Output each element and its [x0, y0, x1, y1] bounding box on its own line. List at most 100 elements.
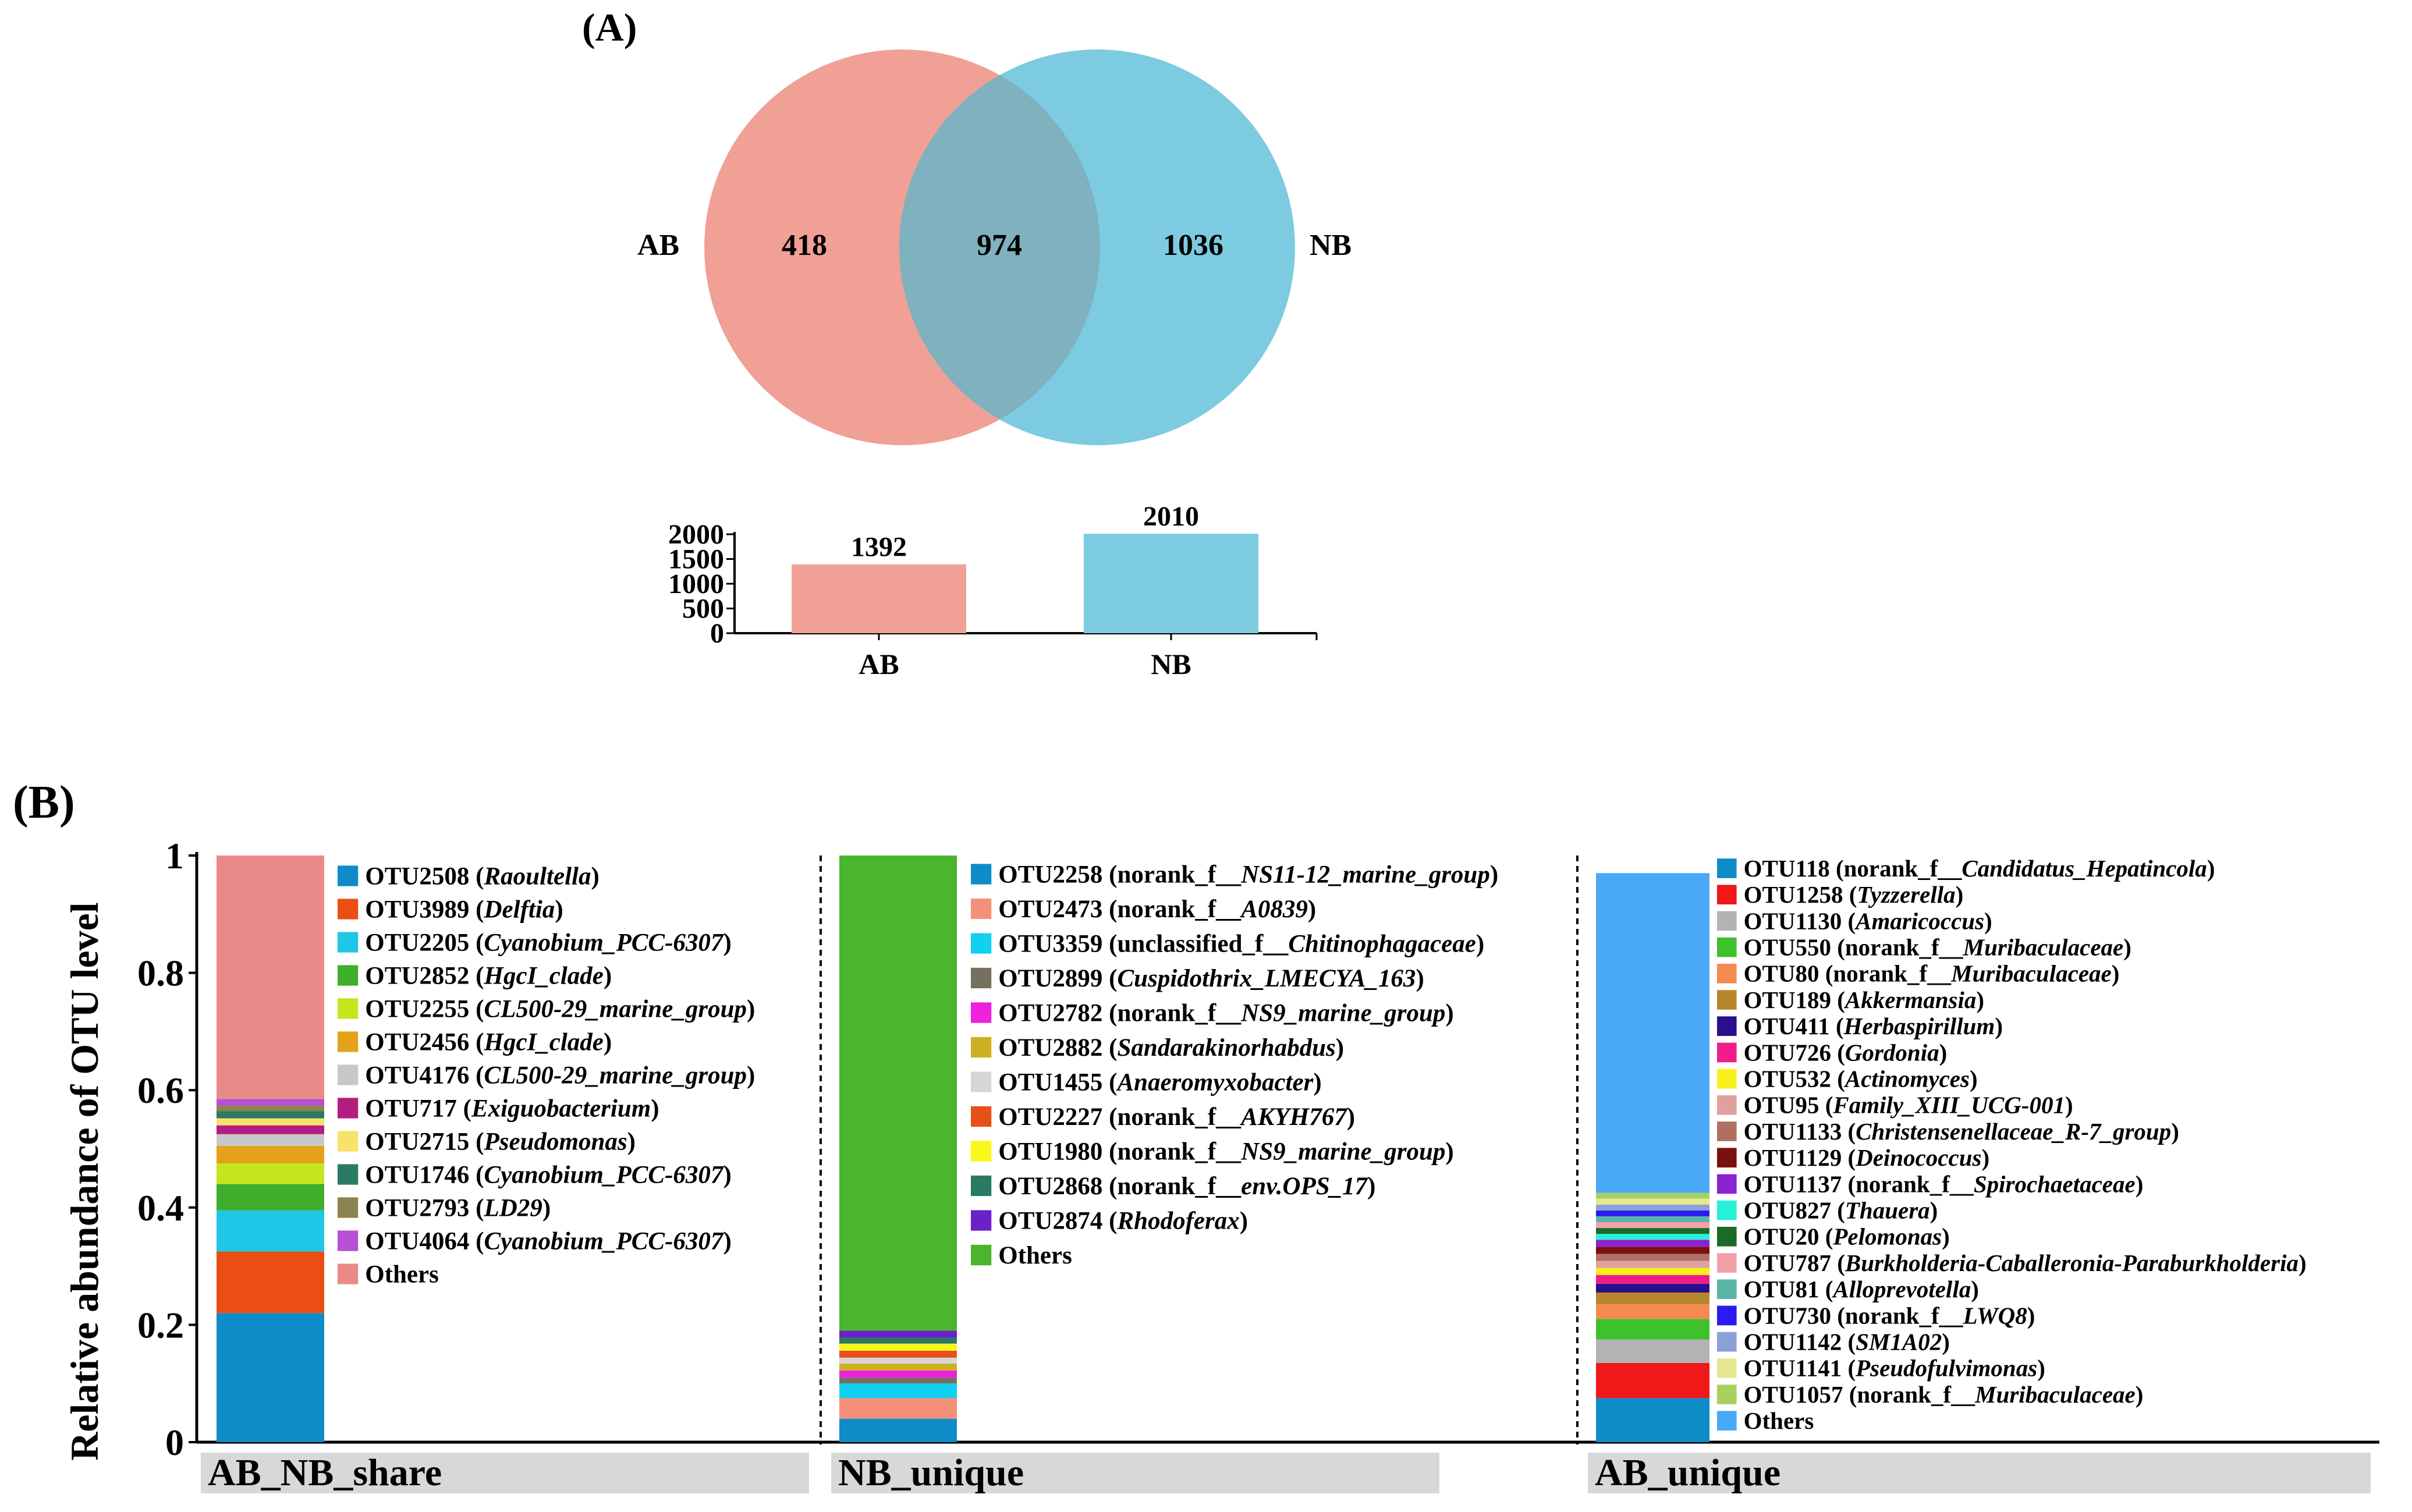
bar-y-tick-label: 1000 [668, 569, 724, 599]
legend-swatch [338, 1197, 359, 1218]
legend-otu-id: OTU20 ( [1744, 1223, 1833, 1250]
legend-swatch [971, 933, 992, 954]
legend-otu-id: OTU411 ( [1744, 1013, 1844, 1039]
legend-otu-id: OTU2227 (norank_f__ [998, 1103, 1241, 1131]
legend-otu-id: OTU2473 (norank_f__ [998, 896, 1241, 923]
legend-taxon: Delftia [484, 896, 555, 924]
legend-otu-id: OTU1980 (norank_f__ [998, 1138, 1241, 1166]
y-tick-label: 0.6 [137, 1070, 184, 1111]
panel-b-label: (B) [13, 777, 75, 828]
legend-swatch [1717, 1200, 1737, 1220]
legend-label: OTU80 (norank_f__Muribaculaceae) [1744, 960, 2120, 987]
legend-taxon: Christensenellaceae_R-7_group [1856, 1118, 2171, 1145]
legend-close-paren: ) [723, 1228, 731, 1255]
legend-taxon: CL500-29_marine_group [484, 996, 747, 1023]
legend-swatch [338, 1098, 359, 1119]
legend-otu-id: OTU1057 (norank_f__ [1744, 1381, 1975, 1408]
bar-segment [217, 1125, 324, 1134]
legend-close-paren: ) [1930, 1197, 1938, 1224]
legend-otu-id: OTU2456 ( [365, 1029, 484, 1056]
legend-label: OTU4064 (Cyanobium_PCC-6307) [365, 1228, 732, 1255]
legend-label: OTU1980 (norank_f__NS9_marine_group) [998, 1138, 1453, 1166]
legend-taxon: Amaricoccus [1854, 907, 1984, 934]
bar-segment [1596, 1234, 1709, 1240]
legend-taxon: Cyanobium_PCC-6307 [484, 1228, 724, 1255]
legend-otu-id: OTU730 (norank_f__ [1744, 1302, 1964, 1329]
bar-segment [1596, 1210, 1709, 1216]
legend-swatch [1717, 1174, 1737, 1194]
legend-otu-id: OTU1137 (norank_f__ [1744, 1170, 1974, 1197]
legend-close-paren: ) [723, 929, 731, 957]
legend-close-paren: ) [2112, 960, 2120, 987]
bar-segment [839, 1363, 957, 1371]
legend-label: OTU1137 (norank_f__Spirochaetaceae) [1744, 1170, 2144, 1197]
legend-label: OTU95 (Family_XIII_UCG-001) [1744, 1092, 2073, 1119]
legend-close-paren: ) [2136, 1170, 2144, 1197]
legend-label: Others [1744, 1407, 1814, 1434]
legend-taxon: Muribaculaceae [1950, 960, 2112, 987]
bar-value-label: 1392 [851, 532, 907, 563]
bar-segment [1596, 1283, 1709, 1293]
legend-close-paren: ) [1490, 861, 1498, 889]
bar-segment [217, 1251, 324, 1314]
legend-close-paren: ) [542, 1195, 551, 1222]
legend-otu-id: Others [1744, 1407, 1814, 1434]
legend-swatch [338, 1064, 359, 1085]
bar-segment [1596, 1319, 1709, 1340]
legend-otu-id: OTU4176 ( [365, 1062, 484, 1089]
legend-taxon: Cuspidothrix_LMECYA_163 [1118, 965, 1416, 992]
legend-label: OTU1455 (Anaeromyxobacter) [998, 1069, 1321, 1096]
legend-otu-id: OTU2782 (norank_f__ [998, 1000, 1241, 1027]
legend-taxon: SM1A02 [1856, 1329, 1942, 1355]
y-axis-label: Relative abundance of OTU level [62, 902, 107, 1461]
legend-swatch [338, 865, 359, 886]
bar-segment [217, 856, 324, 1099]
legend-close-paren: ) [1970, 1066, 1978, 1092]
legend-otu-id: OTU2258 (norank_f__ [998, 861, 1241, 889]
bar-segment [1596, 1254, 1709, 1261]
legend-taxon: env.OPS_17 [1241, 1173, 1368, 1200]
legend-swatch [1717, 911, 1737, 931]
legend-close-paren: ) [604, 1029, 612, 1056]
legend-swatch [971, 1002, 992, 1023]
legend-close-paren: ) [555, 896, 563, 924]
legend-label: Others [998, 1242, 1072, 1269]
legend-swatch [1717, 858, 1737, 878]
legend-taxon: Akkermansia [1843, 986, 1977, 1013]
legend-close-paren: ) [1995, 1013, 2003, 1039]
legend-otu-id: OTU80 (norank_f__ [1744, 960, 1952, 987]
legend-label: OTU118 (norank_f__Candidatus_Hepatincola… [1744, 855, 2215, 882]
legend-swatch [1717, 1226, 1737, 1247]
bar-segment [1596, 873, 1709, 1193]
bar-segment [1596, 1216, 1709, 1222]
legend-swatch [1717, 1121, 1737, 1141]
legend-taxon: HgcI_clade [484, 1029, 604, 1056]
legend-otu-id: OTU2852 ( [365, 963, 484, 990]
legend-label: OTU1130 (Amaricoccus) [1744, 907, 1992, 934]
group-label-strip [1588, 1453, 2371, 1493]
legend-swatch [971, 967, 992, 989]
legend-close-paren: ) [747, 996, 755, 1023]
legend-label: OTU1129 (Deinococcus) [1744, 1144, 1990, 1171]
legend-otu-id: OTU1455 ( [998, 1069, 1117, 1096]
legend-close-paren: ) [1313, 1069, 1321, 1096]
legend-label: OTU1258 (Tyzzerella) [1744, 881, 1964, 908]
legend-otu-id: OTU717 ( [365, 1095, 471, 1123]
bar-segment [839, 1343, 957, 1351]
legend-swatch [971, 1141, 992, 1162]
legend-taxon: Anaeromyxobacter [1116, 1069, 1314, 1096]
legend-label: Others [365, 1261, 439, 1289]
legend-swatch [1717, 1016, 1737, 1037]
bar-segment [1596, 1247, 1709, 1254]
legend-label: OTU2899 (Cuspidothrix_LMECYA_163) [998, 965, 1424, 992]
group-label-strip [201, 1453, 809, 1493]
legend-otu-id: OTU189 ( [1744, 986, 1845, 1013]
legend-otu-id: OTU827 ( [1744, 1197, 1845, 1224]
legend-label: OTU2715 (Pseudomonas) [365, 1128, 636, 1156]
legend-otu-id: OTU532 ( [1744, 1066, 1845, 1092]
legend-taxon: Sandarakinorhabdus [1118, 1034, 1336, 1062]
legend-label: OTU411 (Herbaspirillum) [1744, 1013, 2003, 1039]
bar-segment [1596, 1339, 1709, 1363]
legend-otu-id: OTU2508 ( [365, 863, 484, 890]
legend-taxon: Gordonia [1845, 1039, 1939, 1066]
